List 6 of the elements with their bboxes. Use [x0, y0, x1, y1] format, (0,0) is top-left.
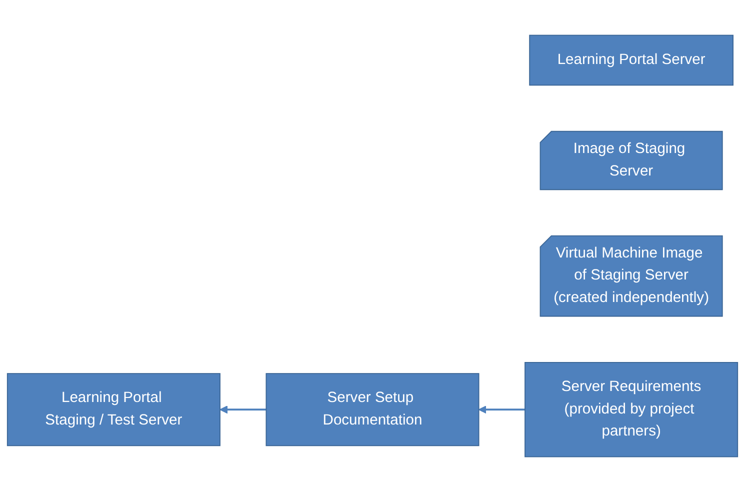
node-box: Learning Portal Staging / Test Server	[6, 373, 220, 446]
arrow	[220, 406, 266, 414]
node-box: Server Requirements (provided by project partners)	[524, 362, 738, 458]
node-box: Learning Portal Server	[529, 34, 734, 86]
node-box: Server Setup Documentation	[266, 373, 480, 446]
arrow	[478, 406, 525, 414]
